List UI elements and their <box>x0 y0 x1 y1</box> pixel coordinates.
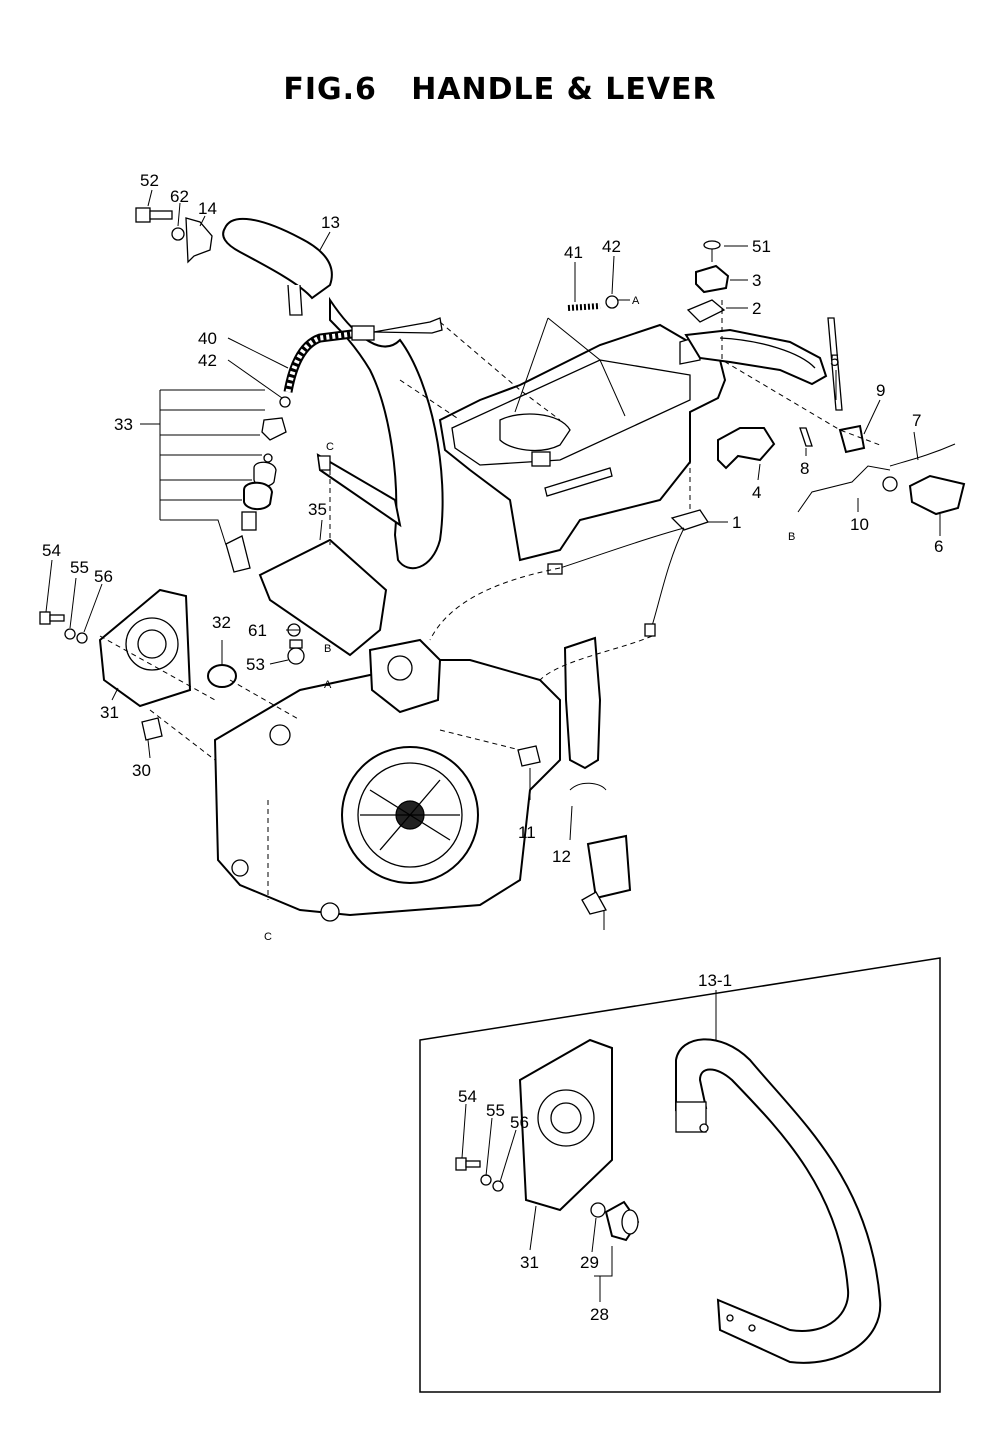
label-14: 14 <box>198 199 217 218</box>
washer-56 <box>76 632 88 644</box>
reference-letters: A A B B C C <box>264 295 795 943</box>
page-title: FIG.6 HANDLE & LEVER <box>283 72 717 107</box>
inset-handle-13-1 <box>675 1038 882 1364</box>
label-42b: 42 <box>198 351 217 370</box>
throttle-lever-4 <box>717 427 776 470</box>
label-4: 4 <box>752 483 761 502</box>
label-54: 54 <box>42 541 61 560</box>
fuel-tank-body <box>438 323 727 562</box>
engine-housing <box>213 659 561 922</box>
nut-42 <box>605 295 619 309</box>
label-42a: 42 <box>602 237 621 256</box>
cover-35 <box>258 538 388 657</box>
inset-label-56: 56 <box>510 1113 529 1132</box>
label-2: 2 <box>752 299 761 318</box>
plug-30 <box>141 717 163 741</box>
label-56: 56 <box>94 567 113 586</box>
inset-washer-29 <box>590 1202 606 1218</box>
leader-lines <box>45 189 941 841</box>
carburetor <box>368 638 442 714</box>
wire-7 <box>889 443 956 467</box>
spring-41 <box>567 303 601 311</box>
clip-42 <box>279 396 291 408</box>
bracket-14 <box>185 217 213 264</box>
cover-plate-31 <box>98 588 192 708</box>
inset-bolt-54 <box>455 1157 481 1171</box>
bracket-c <box>317 455 331 471</box>
fuel-filter-33 <box>225 417 287 573</box>
label-55: 55 <box>70 558 89 577</box>
label-62: 62 <box>170 187 189 206</box>
ref-b-rod: B <box>788 531 795 543</box>
washer-62 <box>171 227 185 241</box>
bolt-54 <box>39 611 65 625</box>
inset-washer-55 <box>480 1174 492 1186</box>
washer-55 <box>64 628 76 640</box>
rod-10 <box>797 465 891 513</box>
leader-41 <box>514 317 626 417</box>
inset-washer-56 <box>492 1180 504 1192</box>
pin-5 <box>827 317 843 411</box>
ref-a-carb: A <box>324 679 332 691</box>
label-33: 33 <box>114 415 133 434</box>
fuel-hose-40 <box>283 317 443 393</box>
part-labels: 52 62 14 13 41 42 51 3 2 40 42 5 9 33 7 … <box>42 171 943 866</box>
label-12: 12 <box>552 847 571 866</box>
plate-2 <box>686 299 726 323</box>
label-61: 61 <box>248 621 267 640</box>
assembly-lines <box>99 300 881 900</box>
label-35: 35 <box>308 500 327 519</box>
ref-a-tank: A <box>632 295 640 307</box>
label-1: 1 <box>732 513 741 532</box>
label-13: 13 <box>321 213 340 232</box>
label-32: 32 <box>212 613 231 632</box>
label-11: 11 <box>518 823 536 842</box>
inset-label-54: 54 <box>458 1087 477 1106</box>
label-52: 52 <box>140 171 159 190</box>
inset-label-29: 29 <box>580 1253 599 1272</box>
label-40: 40 <box>198 329 217 348</box>
screw-51 <box>703 240 721 262</box>
screw-53 <box>287 639 305 665</box>
lever-6 <box>882 474 966 516</box>
ref-c-bottom: C <box>264 931 272 943</box>
bracket-lines-33 <box>140 389 265 546</box>
label-10: 10 <box>850 515 869 534</box>
pin-8 <box>799 427 813 447</box>
handle-post <box>563 636 602 770</box>
rear-handle <box>684 328 828 386</box>
label-5: 5 <box>830 351 839 370</box>
inset-labels: 13-1 54 55 56 31 29 28 <box>458 971 732 1324</box>
label-53: 53 <box>246 655 265 674</box>
part-9 <box>838 424 866 454</box>
label-30: 30 <box>132 761 151 780</box>
inset-cover-plate-31 <box>518 1038 613 1212</box>
bolt-52 <box>135 207 173 223</box>
inset-label-31: 31 <box>520 1253 539 1272</box>
inset-leader-lines <box>461 990 717 1302</box>
nut-3 <box>695 264 730 294</box>
gasket-32 <box>207 664 237 688</box>
label-31: 31 <box>100 703 119 722</box>
inset-label-55: 55 <box>486 1101 505 1120</box>
label-6: 6 <box>934 537 943 556</box>
inset-label-13-1: 13-1 <box>698 971 732 990</box>
ref-b-carb: B <box>324 643 331 655</box>
label-8: 8 <box>800 459 809 478</box>
inset-frame <box>419 957 941 1393</box>
label-7: 7 <box>912 411 921 430</box>
ignition-coil-12 <box>569 782 632 930</box>
ref-c-top: C <box>326 441 334 453</box>
label-41: 41 <box>564 243 583 262</box>
inset-label-28: 28 <box>590 1305 609 1324</box>
inset-bushing-28 <box>604 1200 640 1242</box>
label-3: 3 <box>752 271 761 290</box>
label-51: 51 <box>752 237 771 256</box>
front-handle-13 <box>222 217 444 570</box>
label-9: 9 <box>876 381 885 400</box>
part-11 <box>517 745 541 767</box>
